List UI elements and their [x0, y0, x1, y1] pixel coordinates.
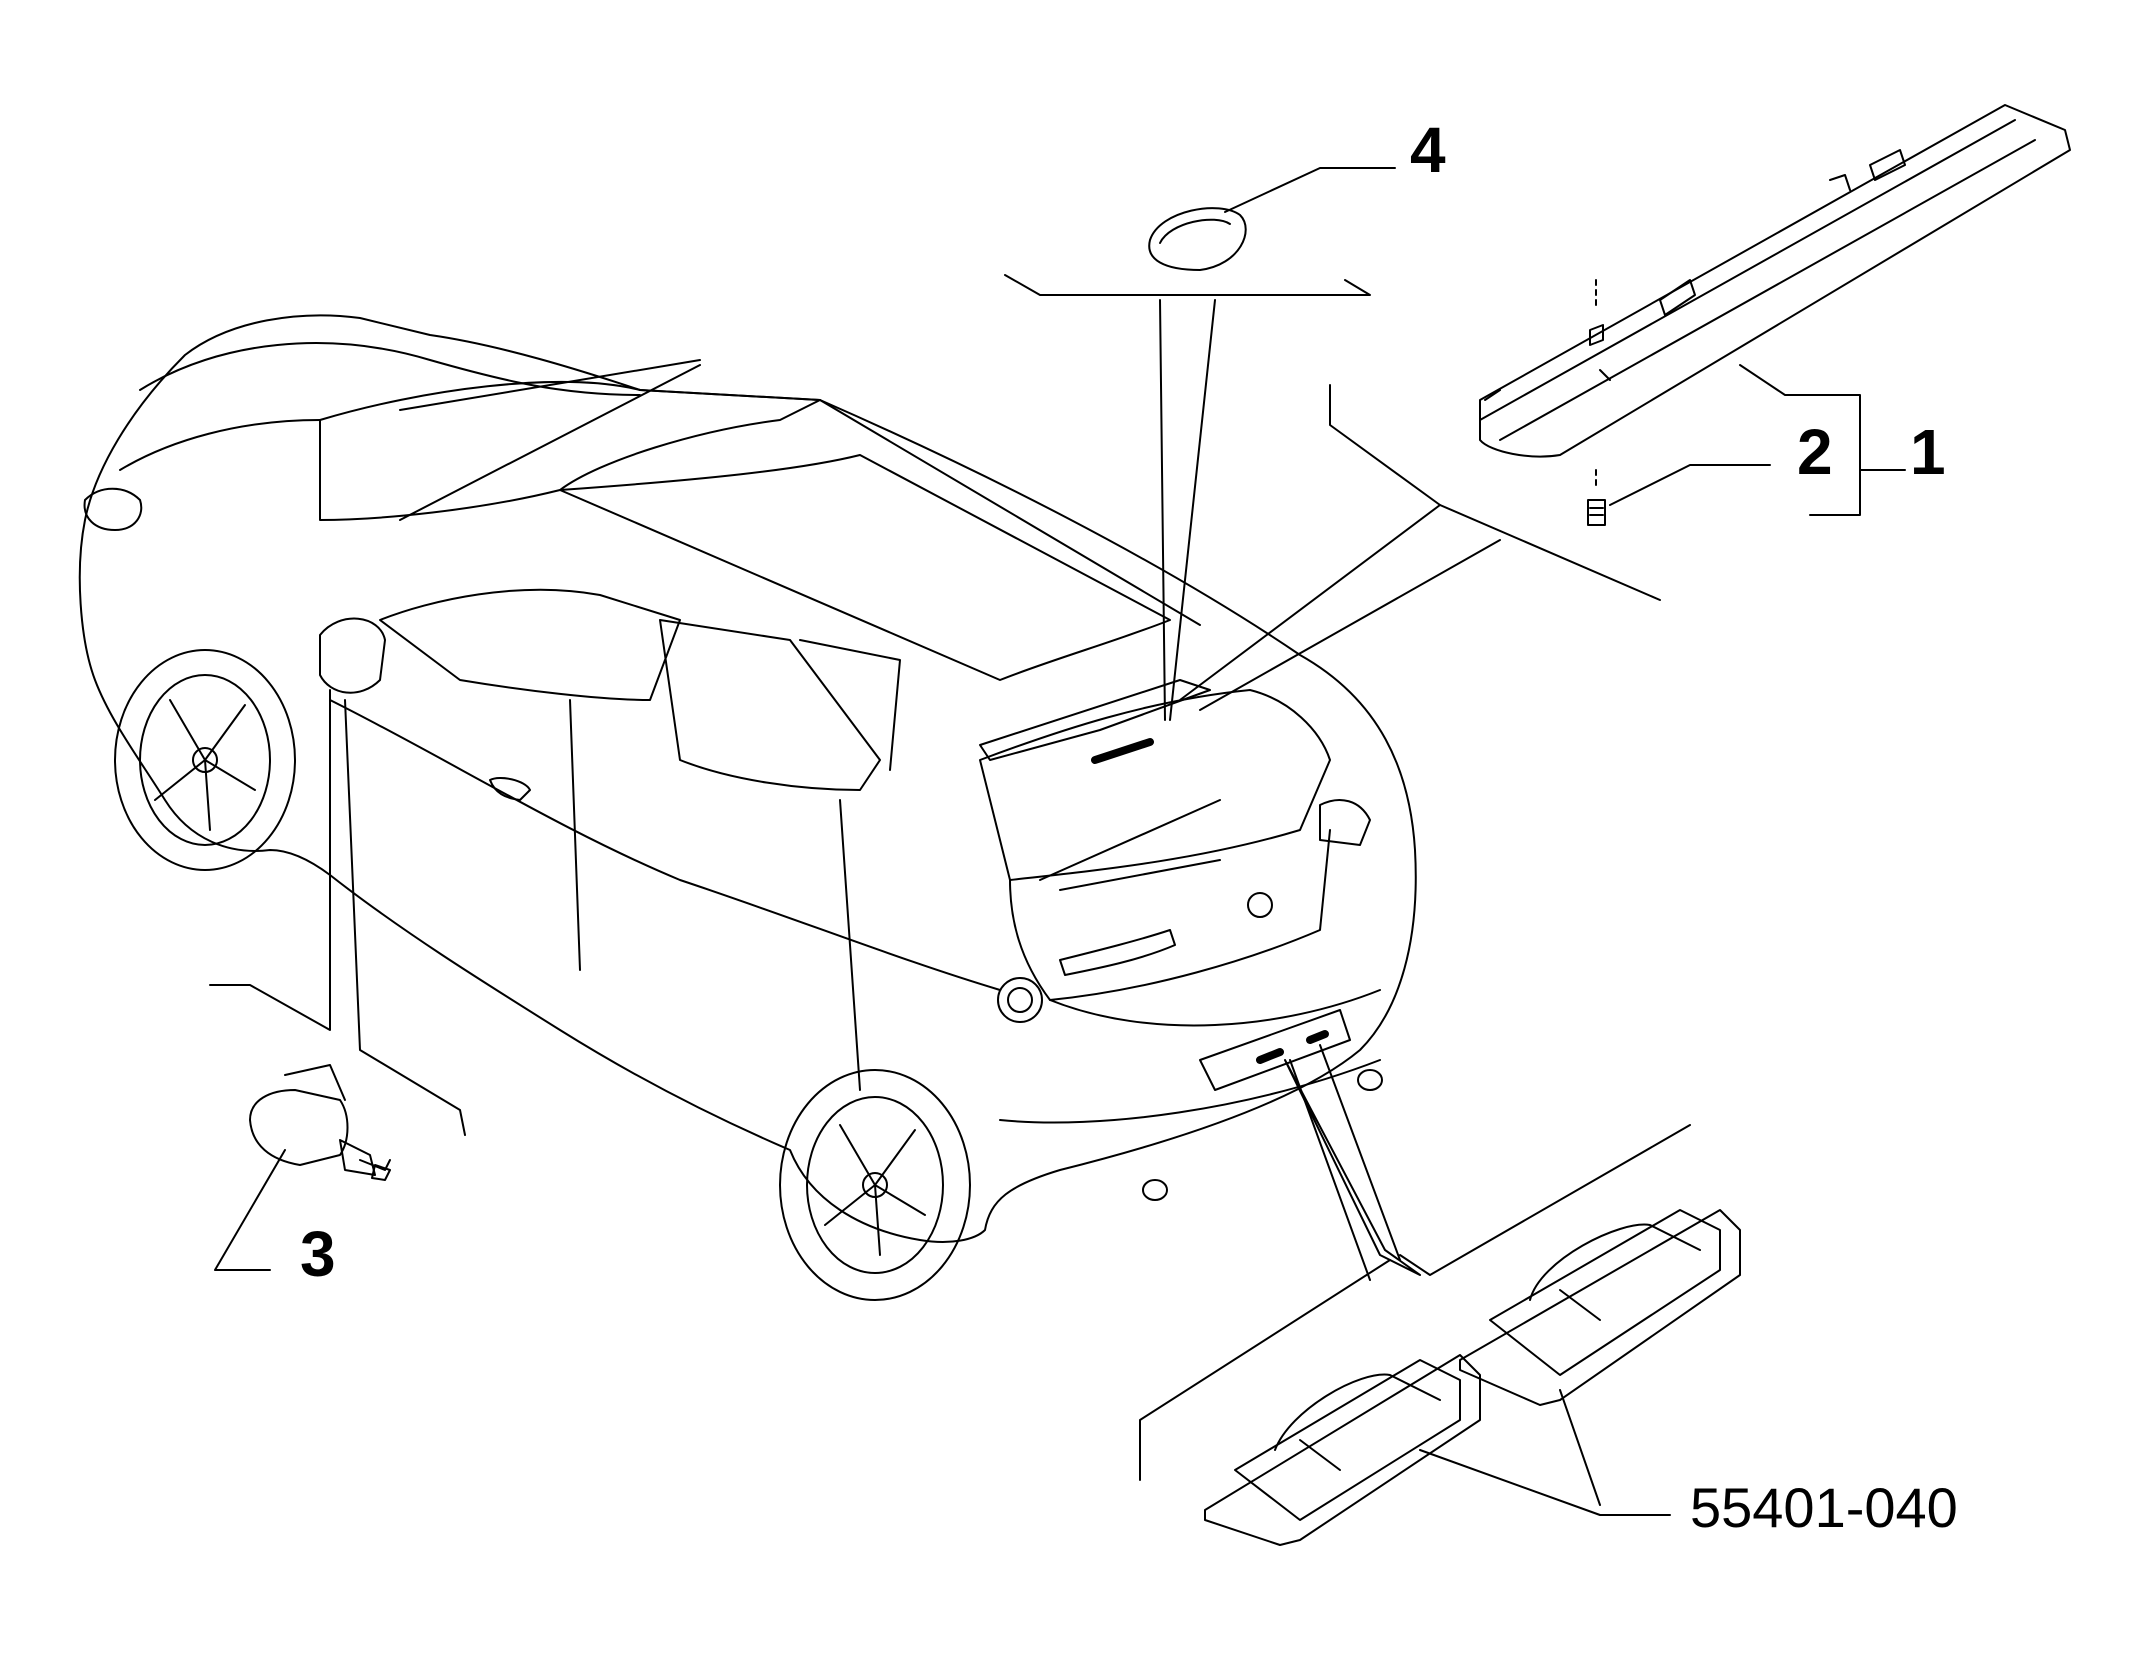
callout-label-2: 2	[1797, 416, 1833, 488]
callout-label-1: 1	[1910, 416, 1946, 488]
callout-label-3: 3	[300, 1218, 336, 1290]
license-plate-light-upper	[1459, 1209, 1741, 1406]
diagram-reference-code: 55401-040	[1690, 1476, 1958, 1539]
license-plate-light-lower	[1204, 1354, 1481, 1546]
car-illustration	[78, 314, 1417, 1301]
part-2-screw	[1587, 279, 1606, 526]
part-4-oval-lens	[1148, 207, 1247, 271]
callout-label-4: 4	[1410, 114, 1446, 186]
callout-lines	[209, 167, 1906, 1516]
part-3-switch	[249, 1064, 391, 1181]
part-1-stop-light-bar	[1479, 104, 2071, 458]
